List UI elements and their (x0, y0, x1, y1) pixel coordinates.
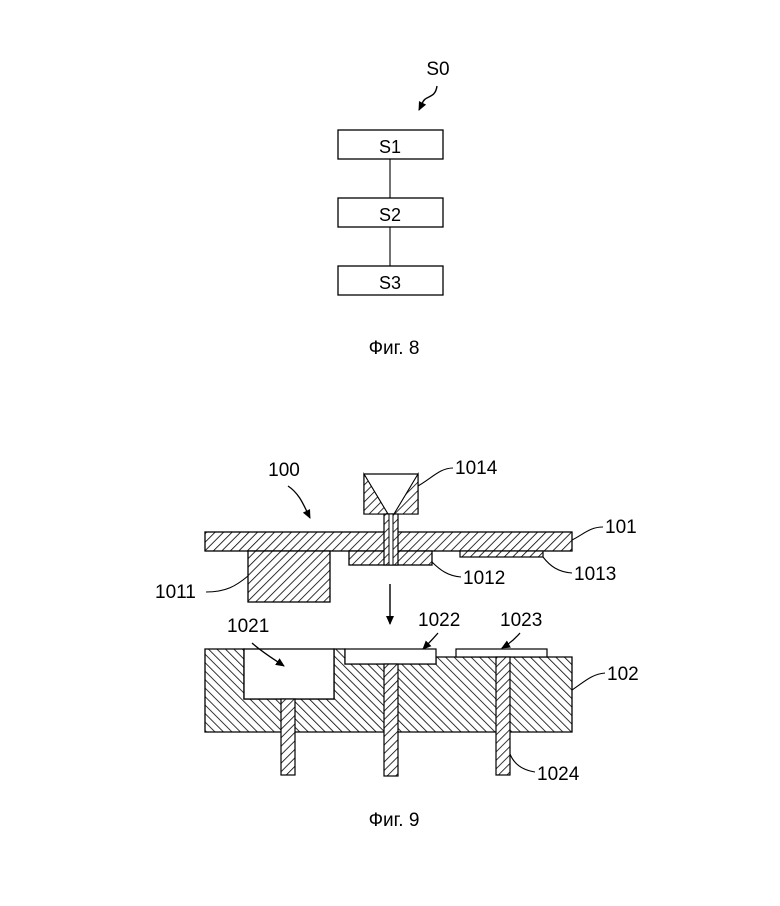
label-1014: 1014 (455, 458, 498, 479)
left-block (248, 551, 330, 602)
label-102: 102 (607, 664, 639, 685)
figure-9-caption: Фиг. 9 (369, 810, 420, 831)
label-1011: 1011 (155, 582, 196, 603)
label-1013: 1013 (574, 564, 616, 585)
nozzle-channel (389, 514, 393, 565)
ejector-pin-left (281, 699, 295, 775)
label-1012: 1012 (463, 568, 505, 589)
leader-1012 (432, 562, 461, 577)
leader-1023 (502, 633, 520, 648)
right-strip (460, 551, 543, 557)
step-label-s3: S3 (379, 273, 401, 293)
label-1021: 1021 (227, 616, 269, 637)
s0-pointer-arrow (419, 86, 437, 110)
leader-1014 (418, 468, 453, 486)
leader-1024 (510, 754, 535, 772)
figure-8: S0 S1 S2 S3 Фиг. 8 (338, 59, 450, 359)
leader-1011 (206, 576, 248, 592)
ref-label-s0: S0 (426, 59, 449, 80)
ejector-pin-center (384, 664, 398, 776)
label-1024: 1024 (537, 764, 580, 785)
label-1023: 1023 (500, 610, 542, 631)
figure-9: 100 1014 101 1011 1012 1013 1021 1022 10… (155, 458, 639, 831)
step-label-s2: S2 (379, 205, 401, 225)
step-label-s1: S1 (379, 137, 401, 157)
leader-101 (572, 527, 603, 540)
leader-1013 (543, 557, 572, 573)
leader-102 (572, 673, 605, 690)
ejector-pin-right (496, 657, 510, 775)
leader-100 (288, 486, 310, 518)
figure-8-caption: Фиг. 8 (369, 338, 420, 359)
leader-1022 (423, 633, 438, 649)
center-recess (345, 649, 436, 664)
label-1022: 1022 (418, 610, 460, 631)
label-101: 101 (605, 517, 637, 538)
label-100: 100 (268, 460, 300, 481)
left-cavity (244, 649, 334, 699)
right-recess (456, 649, 547, 657)
